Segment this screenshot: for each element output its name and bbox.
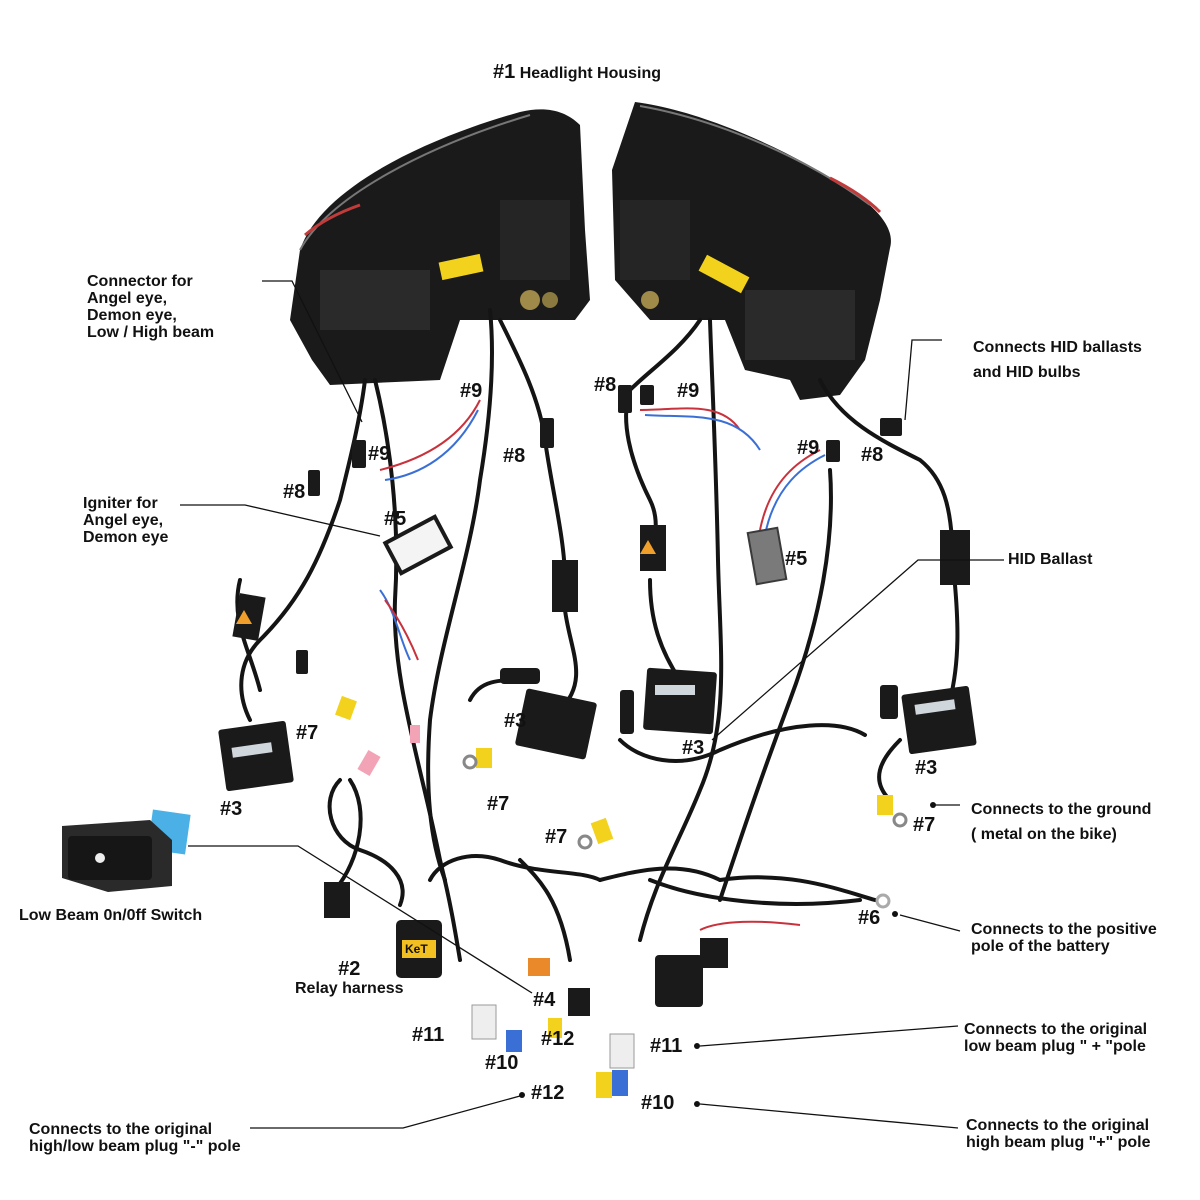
relay-harness [324, 882, 728, 1007]
wire-color-strands [379, 399, 826, 931]
minus-line-2: high/low beam plug "-" pole [29, 1138, 241, 1155]
hid-ballast-c [643, 667, 717, 735]
part-7-d: #7 [913, 814, 936, 836]
part-5-right: #5 [785, 548, 808, 570]
part-3-c: #3 [682, 737, 705, 759]
hid-ballast-d [901, 685, 977, 755]
part-9-mid: #9 [677, 380, 700, 402]
plug-terminals [471, 988, 635, 1098]
low-plus-annotation: Connects to the original low beam plug "… [964, 1021, 1147, 1055]
connector-annotation: Connector for Angel eye, Demon eye, Low … [87, 273, 214, 341]
igniter-line-2: Angel eye, [83, 512, 164, 529]
low-beam-switch [62, 809, 191, 892]
low-plus-line-1: Connects to the original [964, 1021, 1148, 1038]
hid-ballast-b [515, 688, 597, 760]
high-plus-annotation: Connects to the original high beam plug … [966, 1117, 1151, 1151]
minus-line-1: Connects to the original [29, 1121, 213, 1138]
relay-annotation: #2 Relay harness [295, 958, 404, 997]
part-3-a: #3 [220, 798, 243, 820]
part-10-left: #10 [485, 1052, 519, 1074]
relay-text: Relay harness [295, 980, 404, 997]
part-9-right: #9 [797, 437, 820, 459]
part-10-right: #10 [641, 1092, 675, 1114]
igniter-line-3: Demon eye [83, 529, 169, 546]
connector-line-3: Demon eye, [87, 307, 177, 324]
connector-line-4: Low / High beam [87, 324, 215, 341]
wire-harness [235, 308, 960, 962]
relay-tag: KeT [405, 942, 428, 956]
part-12-left: #12 [541, 1028, 575, 1050]
part-9-left: #9 [368, 443, 391, 465]
ground-annotation: Connects to the ground ( metal on the bi… [971, 797, 1151, 847]
ground-line-2: ( metal on the bike) [971, 826, 1117, 843]
positive-line-2: pole of the battery [971, 938, 1110, 955]
ground-line-1: Connects to the ground [971, 801, 1152, 818]
part-7-a: #7 [296, 722, 319, 744]
connector-line-1: Connector for [87, 273, 193, 290]
hid-connect-annotation: Connects HID ballasts and HID bulbs [973, 335, 1142, 385]
part-8-right: #8 [861, 444, 884, 466]
igniter-line-1: Igniter for [83, 495, 158, 512]
headlight-housing-left [290, 109, 590, 385]
hid-connect-line-2: and HID bulbs [973, 364, 1081, 381]
part-11-left: #11 [412, 1024, 445, 1046]
part-8-left: #8 [283, 481, 306, 503]
part-6: #6 [858, 907, 881, 929]
part-4: #4 [533, 989, 556, 1011]
module-5-left [382, 514, 454, 576]
part-8-mid-left: #8 [503, 445, 526, 467]
hid-ballast-label: HID Ballast [1008, 551, 1093, 568]
connector-line-2: Angel eye, [87, 290, 168, 307]
part-5-left: #5 [384, 508, 407, 530]
module-5-right [746, 526, 788, 586]
connectors [296, 385, 902, 734]
part-7-c: #7 [545, 826, 568, 848]
positive-annotation: Connects to the positive pole of the bat… [971, 921, 1157, 955]
positive-line-1: Connects to the positive [971, 921, 1157, 938]
igniter-modules [232, 525, 970, 641]
part-7-b: #7 [487, 793, 510, 815]
pointer-lines [180, 280, 1004, 1129]
part-11-right: #11 [650, 1035, 683, 1057]
part-12-bottom: #12 [531, 1082, 565, 1104]
part-9-left-top: #9 [460, 380, 483, 402]
switch-label: Low Beam 0n/0ff Switch [19, 907, 203, 924]
pointer-dots [519, 802, 936, 1107]
title-code: #1 [493, 61, 516, 83]
minus-annotation: Connects to the original high/low beam p… [29, 1121, 241, 1155]
igniter-annotation: Igniter for Angel eye, Demon eye [83, 495, 168, 546]
hid-ballast-a [218, 720, 294, 792]
title-text: Headlight Housing [519, 65, 662, 82]
ground-terminals [335, 695, 908, 909]
part-3-d: #3 [915, 757, 938, 779]
high-plus-line-1: Connects to the original [966, 1117, 1150, 1134]
part-3-b: #3 [504, 710, 527, 732]
part-8-mid: #8 [594, 374, 617, 396]
high-plus-line-2: high beam plug "+" pole [966, 1134, 1151, 1151]
low-plus-line-2: low beam plug " + "pole [964, 1038, 1146, 1055]
hid-connect-line-1: Connects HID ballasts [973, 339, 1142, 356]
title: #1 Headlight Housing [493, 61, 662, 83]
relay-code: #2 [338, 958, 361, 980]
headlight-housing-right [612, 102, 891, 400]
